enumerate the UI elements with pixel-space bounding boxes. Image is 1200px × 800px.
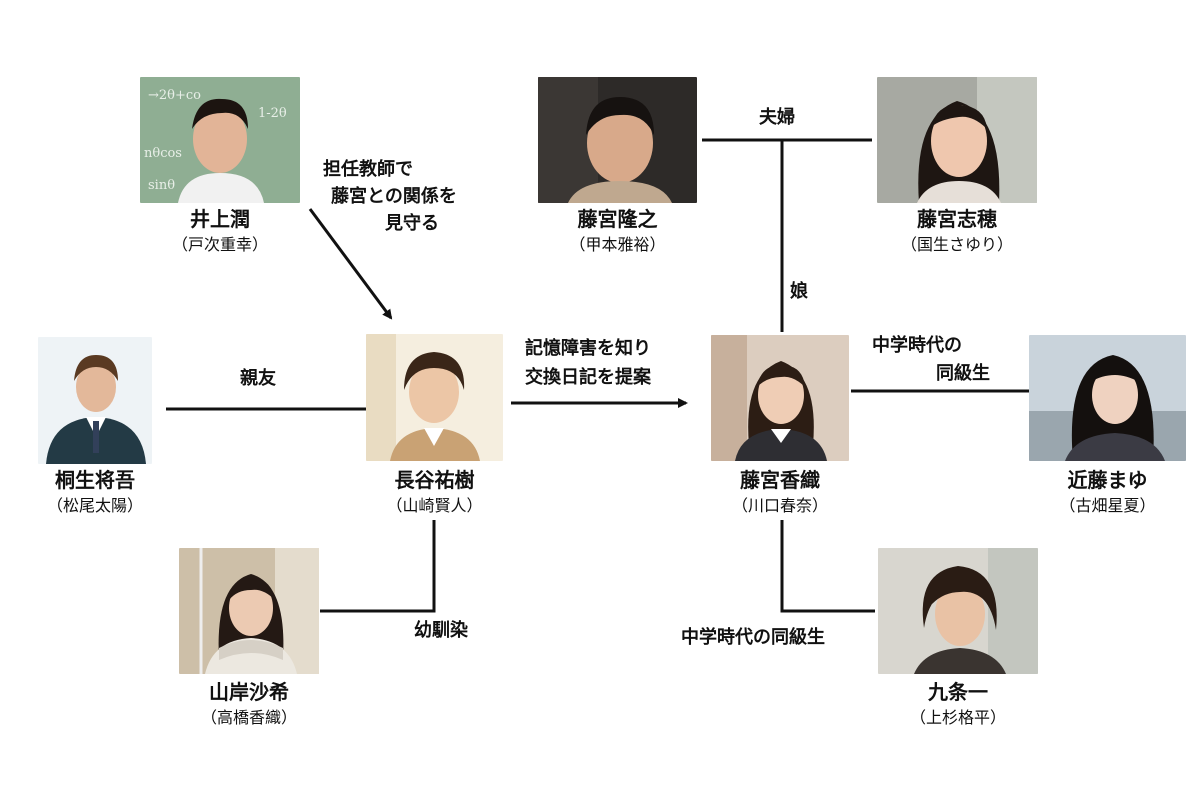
svg-text:→2θ+co: →2θ+co (148, 88, 201, 103)
inoue-actor: （戸次重幸） (171, 235, 268, 254)
kaori-name: 藤宮香織 (740, 468, 820, 492)
daughter-label: 娘 (790, 281, 808, 302)
takayuki-name: 藤宮隆之 (577, 207, 658, 231)
junior-high-label-line2: 同級生 (936, 363, 990, 384)
junior-high-label-line1: 中学時代の (872, 335, 962, 356)
couple-label: 夫婦 (759, 107, 795, 128)
memory-label-line2: 交換日記を提案 (525, 367, 651, 388)
best-friend-label: 親友 (240, 368, 276, 389)
shiho-photo (877, 77, 1037, 203)
childhood-label: 幼馴染 (414, 620, 468, 641)
svg-text:nθcos: nθcos (144, 146, 182, 161)
kondo-actor: （古畑星夏） (1059, 496, 1156, 515)
inoue-photo: →2θ+co nθcos sinθ 1-2θ (140, 77, 300, 203)
kiryu-photo (38, 337, 152, 464)
teacher-label-line1: 担任教師で (323, 159, 413, 180)
kiryu-actor: （松尾太陽） (46, 496, 143, 515)
takayuki-photo (538, 77, 697, 203)
hase-actor: （山崎賢人） (386, 496, 483, 515)
teacher-label-line3: 見守る (385, 213, 439, 234)
svg-text:sinθ: sinθ (148, 178, 175, 193)
kondo-photo (1029, 335, 1186, 461)
teacher-label-line2: 藤宮との関係を (331, 186, 457, 207)
yamagishi-name: 山岸沙希 (209, 680, 289, 704)
kiryu-name: 桐生将吾 (55, 468, 135, 492)
hase-photo (366, 334, 503, 461)
inoue-name: 井上潤 (190, 207, 250, 231)
svg-text:1-2θ: 1-2θ (258, 106, 287, 121)
junior-high-kujo-line (780, 520, 875, 613)
takayuki-actor: （甲本雅裕） (569, 235, 666, 254)
junior-high-kujo-label: 中学時代の同級生 (681, 627, 825, 648)
teacher-arrow (308, 208, 393, 320)
yamagishi-actor: （高橋香織） (200, 708, 297, 727)
childhood-line (320, 520, 436, 613)
kujo-name: 九条一 (928, 680, 988, 704)
shiho-actor: （国生さゆり） (900, 235, 1013, 254)
yamagishi-photo (179, 548, 319, 674)
hase-name: 長谷祐樹 (394, 468, 475, 492)
kujo-actor: （上杉格平） (909, 708, 1006, 727)
kaori-actor: （川口春奈） (731, 496, 828, 515)
shiho-name: 藤宮志穂 (917, 207, 997, 231)
kaori-photo (711, 335, 849, 461)
memory-label-line1: 記憶障害を知り (525, 338, 651, 359)
kondo-name: 近藤まゆ (1067, 468, 1148, 492)
kujo-photo (878, 548, 1038, 674)
